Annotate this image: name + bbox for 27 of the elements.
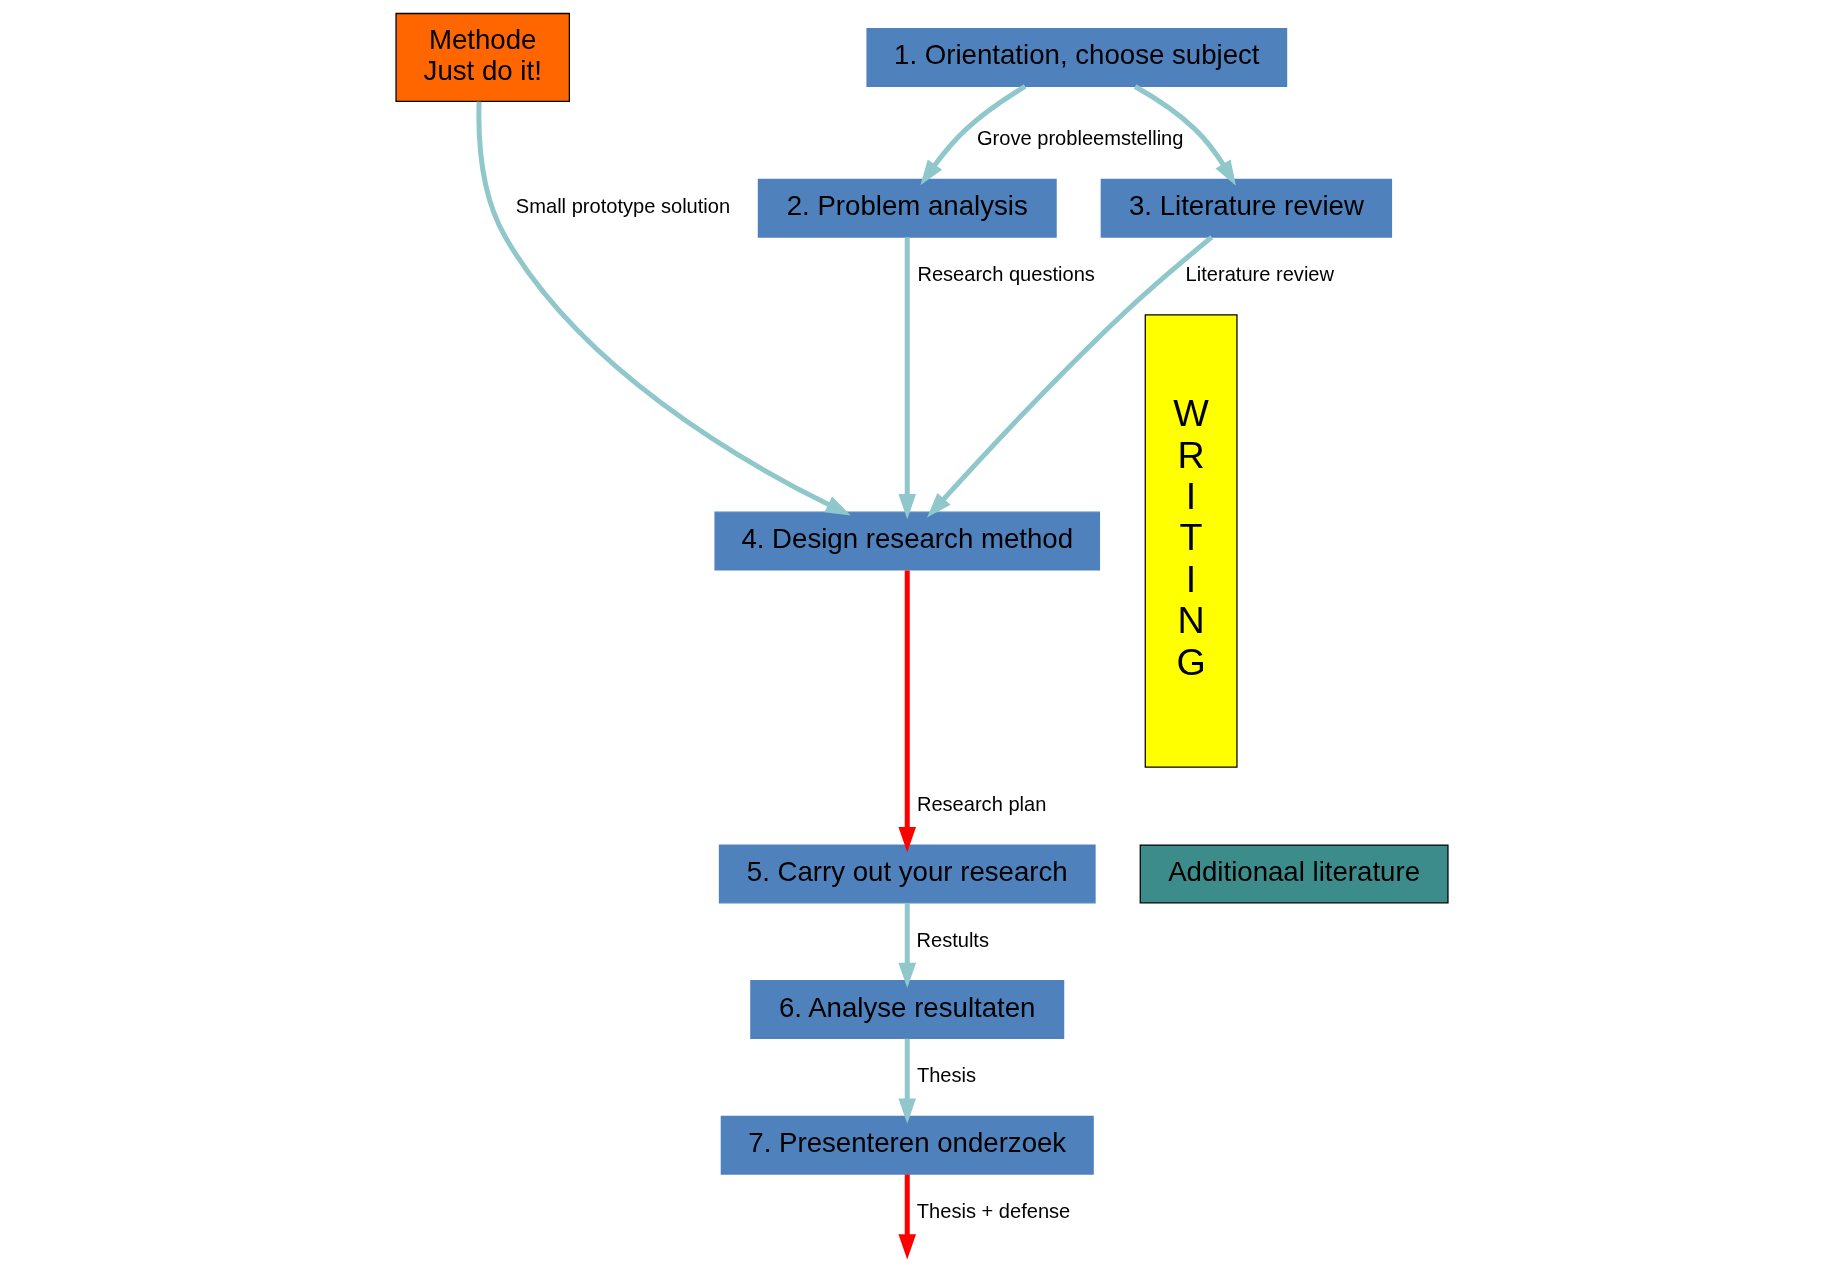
node-box: Additionaal literature [1139, 844, 1449, 904]
node-box: 5. Carry out your research [718, 844, 1096, 904]
edge-label: Thesis [916, 1064, 976, 1087]
edge-label: Research plan [916, 792, 1046, 815]
arrow [897, 570, 916, 853]
edge-label: Literature review [1185, 262, 1334, 285]
node-box: WRITING [1144, 314, 1238, 768]
arrow [897, 903, 916, 989]
node-box: 4. Design research method [713, 511, 1100, 571]
edge-label: Research questions [916, 262, 1095, 285]
arrow [475, 101, 851, 516]
edge-label: Restults [915, 928, 989, 951]
node-box: 3. Literature review [1100, 178, 1392, 238]
node-box: 1. Orientation, choose subject [865, 27, 1287, 87]
arrow [1133, 84, 1236, 186]
node-box: 7. Presenteren onderzoek [720, 1115, 1094, 1175]
arrow [926, 235, 1213, 518]
edge-label: Grove probleemstelling [976, 127, 1183, 150]
node-box: 2. Problem analysis [757, 178, 1057, 238]
edge-label: Small prototype solution [515, 194, 730, 217]
arrow [897, 1174, 916, 1260]
arrow [919, 84, 1026, 186]
node-box: 6. Analyse resultaten [749, 980, 1064, 1040]
arrow [897, 237, 916, 520]
node-box: Methode Just do it! [394, 12, 570, 103]
arrow [897, 1038, 916, 1124]
edge-label: Thesis + defense [916, 1199, 1070, 1222]
